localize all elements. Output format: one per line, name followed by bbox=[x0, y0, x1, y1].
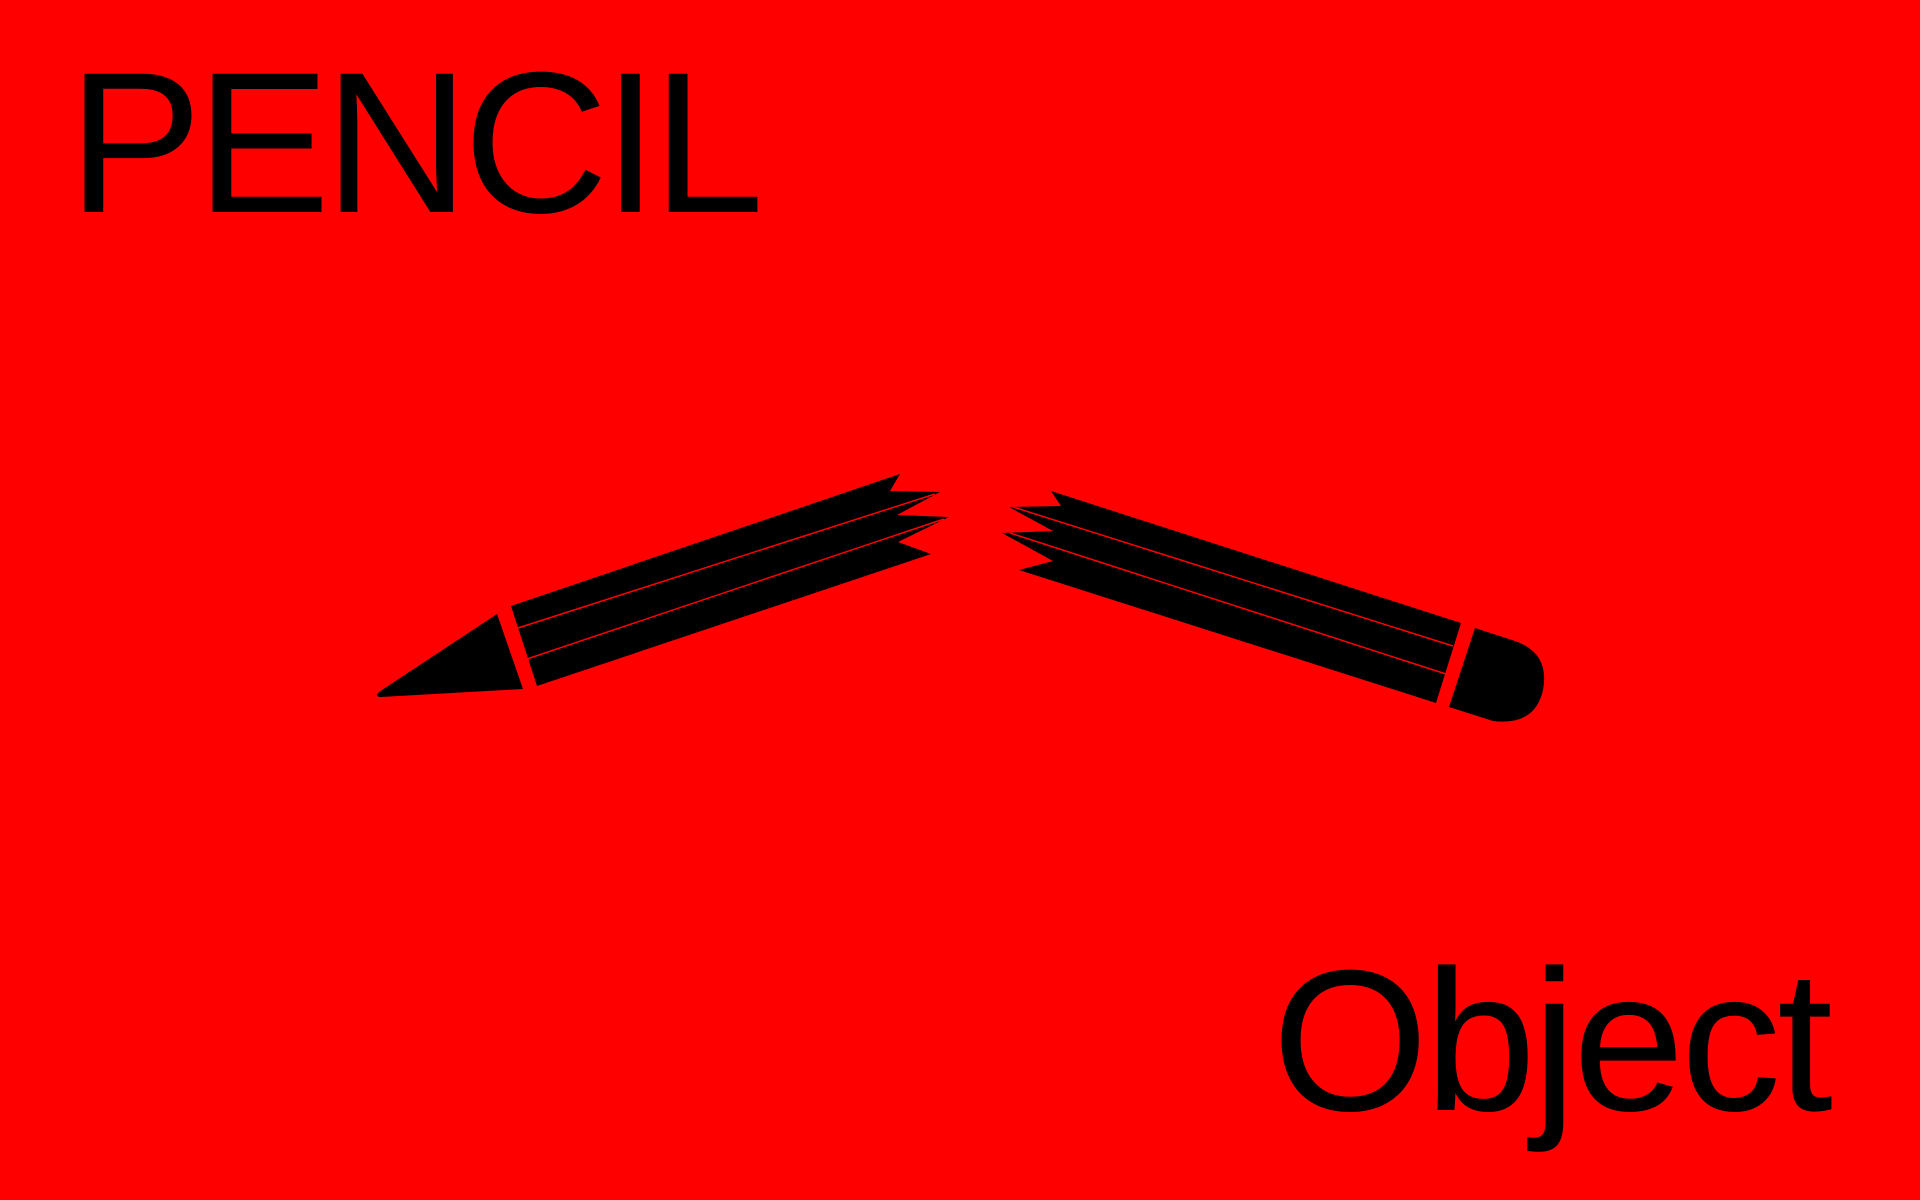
pencil-right-half bbox=[1002, 491, 1545, 722]
pencil-left-facet-line bbox=[517, 493, 936, 629]
pencil-tip bbox=[376, 614, 523, 697]
pencil-right-facet-line bbox=[1009, 532, 1447, 675]
pencil-right-facet-line bbox=[1012, 506, 1454, 647]
pencil-left-half bbox=[376, 474, 949, 697]
poster-caption: Object bbox=[1272, 928, 1833, 1153]
poster-title: PENCIL bbox=[68, 30, 764, 255]
pencil-eraser bbox=[1449, 628, 1545, 722]
pencil-right-body bbox=[1002, 491, 1461, 703]
pencil-left-facet-line bbox=[526, 518, 945, 660]
pencil-left-body bbox=[511, 474, 949, 686]
